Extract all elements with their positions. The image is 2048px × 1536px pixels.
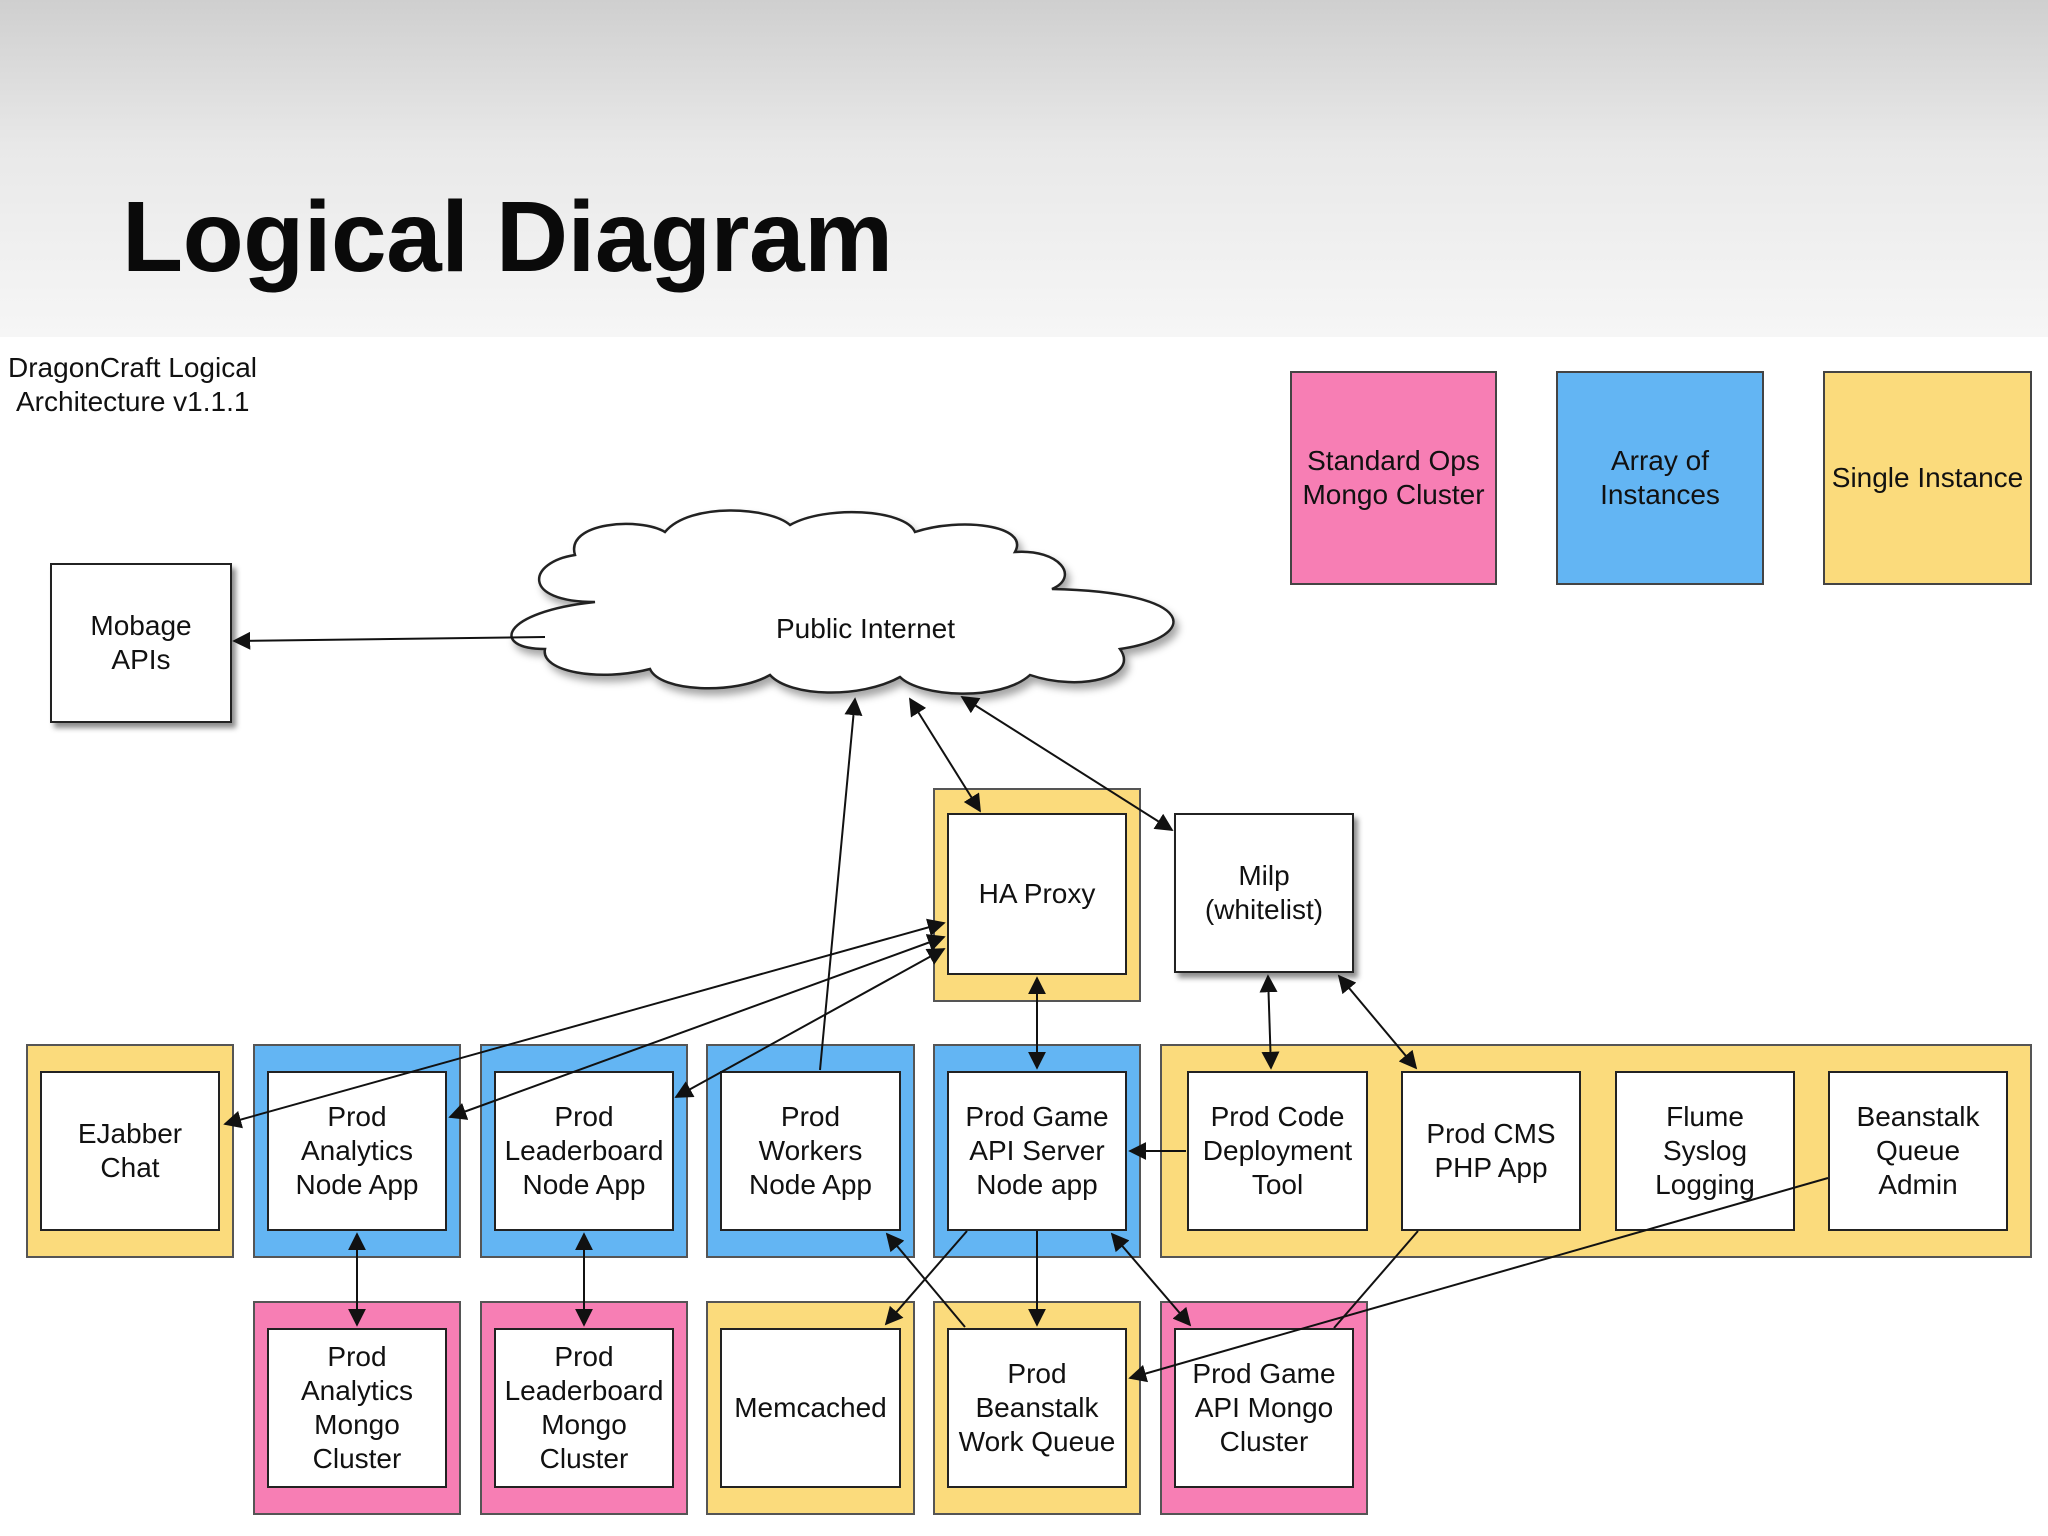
- slide-title: Logical Diagram: [122, 181, 893, 293]
- diagram-shapes: [510, 509, 1175, 695]
- public-internet-label: Public Internet: [776, 613, 955, 644]
- slide-header: Logical Diagram: [0, 0, 2048, 337]
- memcached-node: Memcached: [720, 1328, 901, 1488]
- diagram-caption: DragonCraft Logical Architecture v1.1.1: [8, 352, 258, 417]
- haproxy-node: HA Proxy: [947, 813, 1127, 975]
- milp-whitelist-node: Milp(whitelist): [1174, 813, 1354, 973]
- public-internet-cloud: [510, 509, 1175, 695]
- architecture-diagram: DragonCraft Logical Architecture v1.1.1 …: [0, 337, 2048, 1536]
- legend-single-instance: Single Instance: [1823, 371, 2032, 585]
